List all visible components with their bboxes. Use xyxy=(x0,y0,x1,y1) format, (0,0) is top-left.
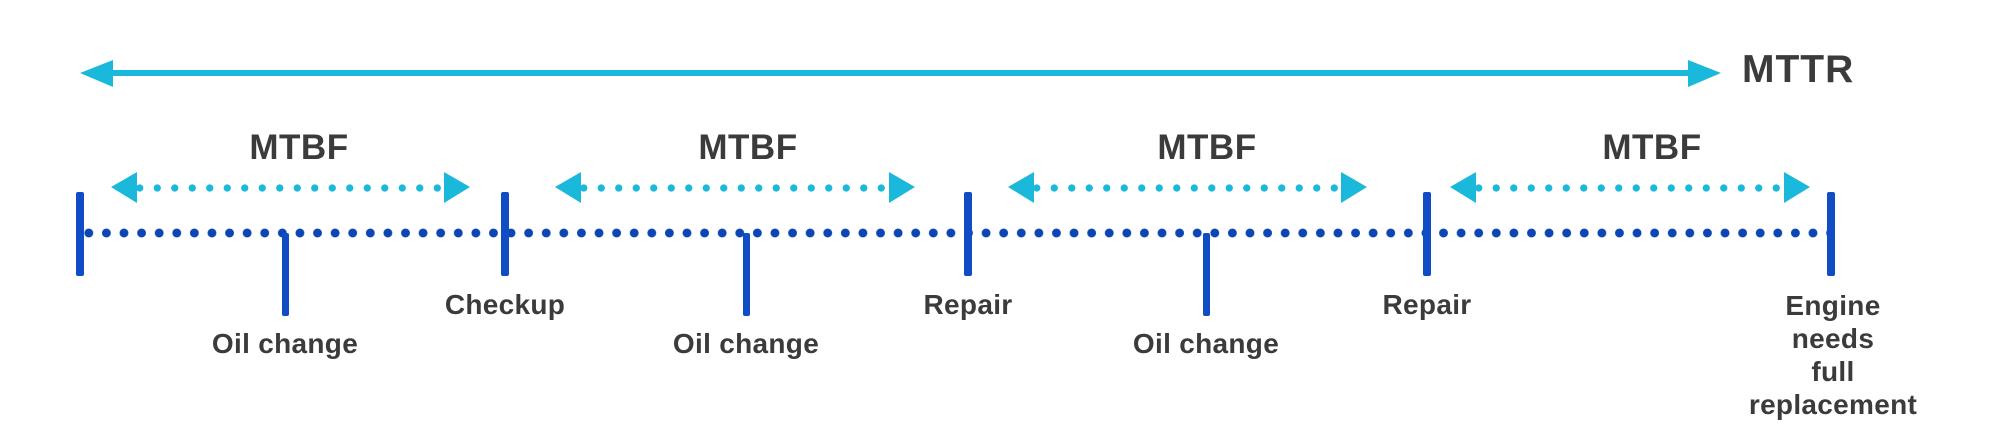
tick-end xyxy=(1827,192,1835,276)
mttr-label: MTTR xyxy=(1742,48,1855,91)
mttr-arrow xyxy=(80,60,1721,87)
mtbf-arrow-4 xyxy=(1450,172,1810,203)
label-engine-replacement: Engine needs full replacement xyxy=(1748,290,1918,420)
arrowhead-right-icon xyxy=(444,172,470,203)
label-repair-1: Repair xyxy=(923,289,1013,320)
label-oil-change-2: Oil change xyxy=(672,328,820,359)
arrowhead-right-icon xyxy=(1341,172,1367,203)
mtbf-arrow-1 xyxy=(111,172,470,203)
mtbf-label-3: MTBF xyxy=(1157,128,1257,167)
mttr-arrow-line xyxy=(108,70,1693,76)
tick-start xyxy=(76,192,84,276)
label-checkup: Checkup xyxy=(444,289,566,320)
tick-oil-change-2 xyxy=(743,233,750,316)
mtbf-dotted-line xyxy=(1026,184,1349,192)
mtbf-dotted-line xyxy=(573,184,897,192)
mtbf-label-2: MTBF xyxy=(698,128,798,167)
tick-repair-2 xyxy=(1423,192,1431,276)
arrowhead-left-icon xyxy=(80,60,113,87)
arrowhead-right-icon xyxy=(1784,172,1810,203)
mtbf-label-4: MTBF xyxy=(1602,128,1702,167)
tick-oil-change-1 xyxy=(282,233,289,316)
label-repair-2: Repair xyxy=(1382,289,1472,320)
mtbf-dotted-line xyxy=(1468,184,1792,192)
mtbf-label-1: MTBF xyxy=(249,128,349,167)
tick-repair-1 xyxy=(964,192,972,276)
label-oil-change-1: Oil change xyxy=(211,328,359,359)
tick-checkup xyxy=(501,192,509,276)
arrowhead-right-icon xyxy=(1688,60,1721,87)
mtbf-arrow-2 xyxy=(555,172,915,203)
tick-oil-change-3 xyxy=(1203,233,1210,316)
arrowhead-right-icon xyxy=(889,172,915,203)
mtbf-arrow-3 xyxy=(1008,172,1367,203)
mtbf-dotted-line xyxy=(129,184,452,192)
label-oil-change-3: Oil change xyxy=(1132,328,1280,359)
timeline-dotted-line xyxy=(80,228,1833,238)
